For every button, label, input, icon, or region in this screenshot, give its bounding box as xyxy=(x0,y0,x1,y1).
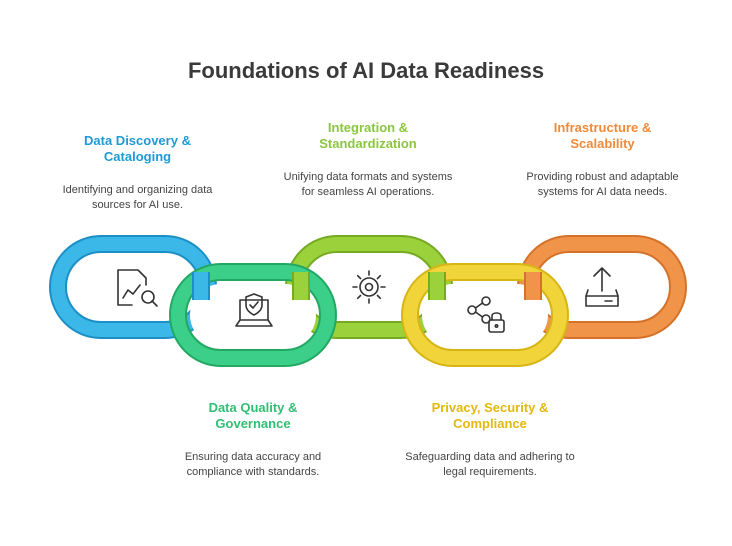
block-description: Ensuring data accuracy and compliance wi… xyxy=(184,451,322,478)
block-title: Data Discovery & Cataloging xyxy=(84,133,191,164)
chart-search-icon xyxy=(117,269,158,307)
block-description: Providing robust and adaptable systems f… xyxy=(526,171,679,198)
diagram-title: Foundations of AI Data Readiness xyxy=(187,58,545,83)
block-title: Data Quality & Governance xyxy=(208,400,298,431)
laptop-shield-icon xyxy=(235,293,273,327)
block-infrastructure: Infrastructure & Scalability Providing r… xyxy=(520,120,685,200)
upload-drive-icon xyxy=(585,267,619,307)
block-data-quality: Data Quality & Governance Ensuring data … xyxy=(178,400,328,480)
gear-icon xyxy=(352,270,386,304)
share-lock-icon xyxy=(467,296,505,333)
block-integration: Integration & Standardization Unifying d… xyxy=(283,120,453,200)
block-description: Safeguarding data and adhering to legal … xyxy=(405,451,575,478)
block-data-discovery: Data Discovery & Cataloging Identifying … xyxy=(55,133,220,213)
block-title: Integration & Standardization xyxy=(319,120,417,151)
block-title: Infrastructure & Scalability xyxy=(553,120,652,151)
chain-link-blue xyxy=(49,235,217,339)
block-description: Identifying and organizing data sources … xyxy=(62,184,213,211)
block-description: Unifying data formats and systems for se… xyxy=(283,171,453,198)
block-privacy: Privacy, Security & Compliance Safeguard… xyxy=(405,400,575,480)
block-title: Privacy, Security & Compliance xyxy=(431,400,549,431)
chain-link-lime-overlap xyxy=(292,272,446,300)
